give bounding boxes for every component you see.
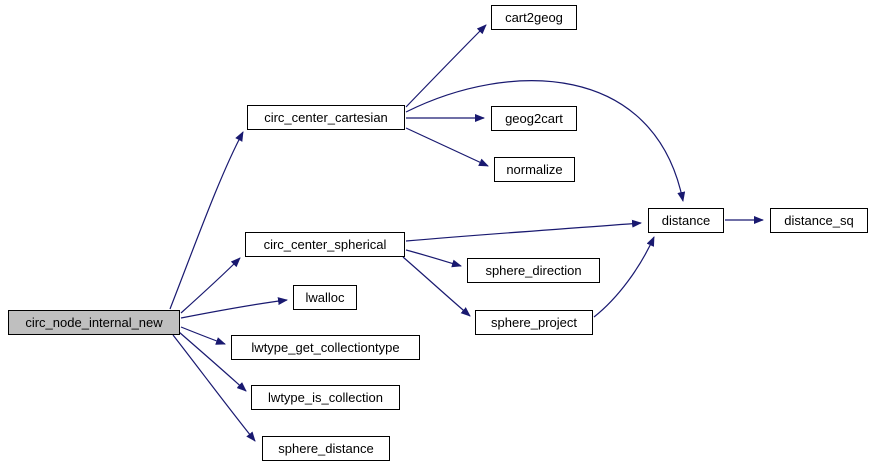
- edge-circ_center_spherical-sphere_project: [402, 256, 471, 317]
- node-distance[interactable]: distance: [648, 208, 724, 233]
- node-cart2geog[interactable]: cart2geog: [491, 5, 577, 30]
- edge-circ_node_internal_new-lwtype_get_collectiontype: [180, 326, 226, 345]
- node-circ_center_cartesian[interactable]: circ_center_cartesian: [247, 105, 405, 130]
- node-sphere_distance[interactable]: sphere_distance: [262, 436, 390, 461]
- node-distance_sq[interactable]: distance_sq: [770, 208, 868, 233]
- node-lwtype_get_collectiontype[interactable]: lwtype_get_collectiontype: [231, 335, 420, 360]
- node-sphere_direction[interactable]: sphere_direction: [467, 258, 600, 283]
- edge-circ_center_cartesian-distance: [405, 80, 686, 202]
- edge-circ_center_cartesian-cart2geog: [405, 24, 487, 108]
- edge-circ_node_internal_new-sphere_distance: [172, 334, 256, 442]
- edge-circ_node_internal_new-lwalloc: [180, 297, 288, 319]
- edge-circ_center_spherical-distance: [405, 219, 642, 242]
- edge-circ_center_cartesian-normalize: [405, 127, 489, 167]
- node-geog2cart[interactable]: geog2cart: [491, 106, 577, 131]
- edge-sphere_project-distance: [593, 236, 655, 318]
- edge-circ_node_internal_new-circ_center_spherical: [180, 257, 241, 314]
- node-lwalloc[interactable]: lwalloc: [293, 285, 357, 310]
- edge-circ_node_internal_new-circ_center_cartesian: [169, 131, 244, 310]
- edge-circ_center_spherical-sphere_direction: [405, 249, 462, 268]
- node-sphere_project[interactable]: sphere_project: [475, 310, 593, 335]
- node-normalize[interactable]: normalize: [494, 157, 575, 182]
- node-circ_node_internal_new: circ_node_internal_new: [8, 310, 180, 335]
- node-circ_center_spherical[interactable]: circ_center_spherical: [245, 232, 405, 257]
- node-lwtype_is_collection[interactable]: lwtype_is_collection: [251, 385, 400, 410]
- edge-circ_node_internal_new-lwtype_is_collection: [178, 331, 247, 392]
